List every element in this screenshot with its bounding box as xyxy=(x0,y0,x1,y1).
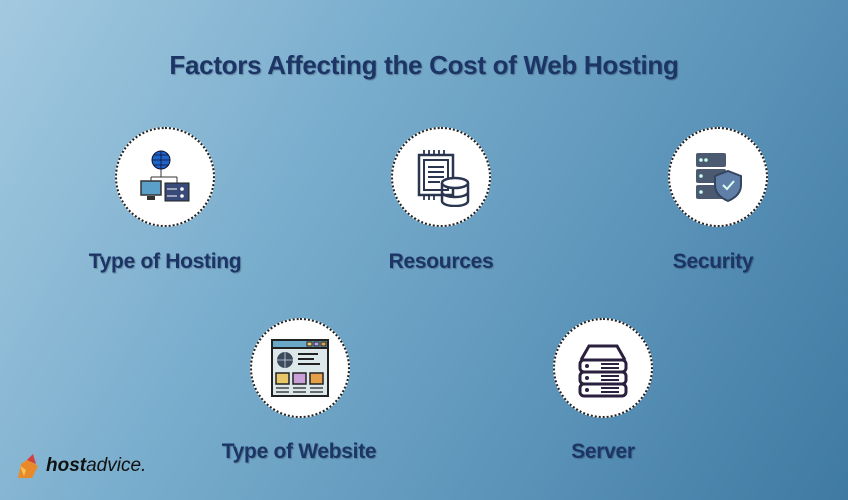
network-hosting-icon xyxy=(140,150,190,202)
brand-logo: hostadvice. xyxy=(14,452,146,480)
brand-rest: advice. xyxy=(86,455,147,476)
brand-bold: host xyxy=(46,455,87,476)
factor-label: Type of Hosting xyxy=(88,250,242,273)
factor-label: Server xyxy=(571,440,635,463)
factor-label: Type of Website xyxy=(221,440,377,463)
factor-circle-security xyxy=(668,127,768,227)
website-layout-icon xyxy=(271,339,329,397)
fox-mascot-icon xyxy=(18,454,38,478)
factor-label: Resources xyxy=(388,250,494,273)
cpu-database-icon xyxy=(417,150,470,207)
server-stack-icon xyxy=(578,344,628,398)
factor-circle-server xyxy=(553,318,653,418)
factor-circle-resources xyxy=(391,127,491,227)
page-title: Factors Affecting the Cost of Web Hostin… xyxy=(169,50,679,80)
server-shield-icon xyxy=(696,153,742,203)
factor-label: Security xyxy=(672,250,754,273)
factor-circle-type-of-hosting xyxy=(115,127,215,227)
factor-circle-type-of-website xyxy=(250,318,350,418)
